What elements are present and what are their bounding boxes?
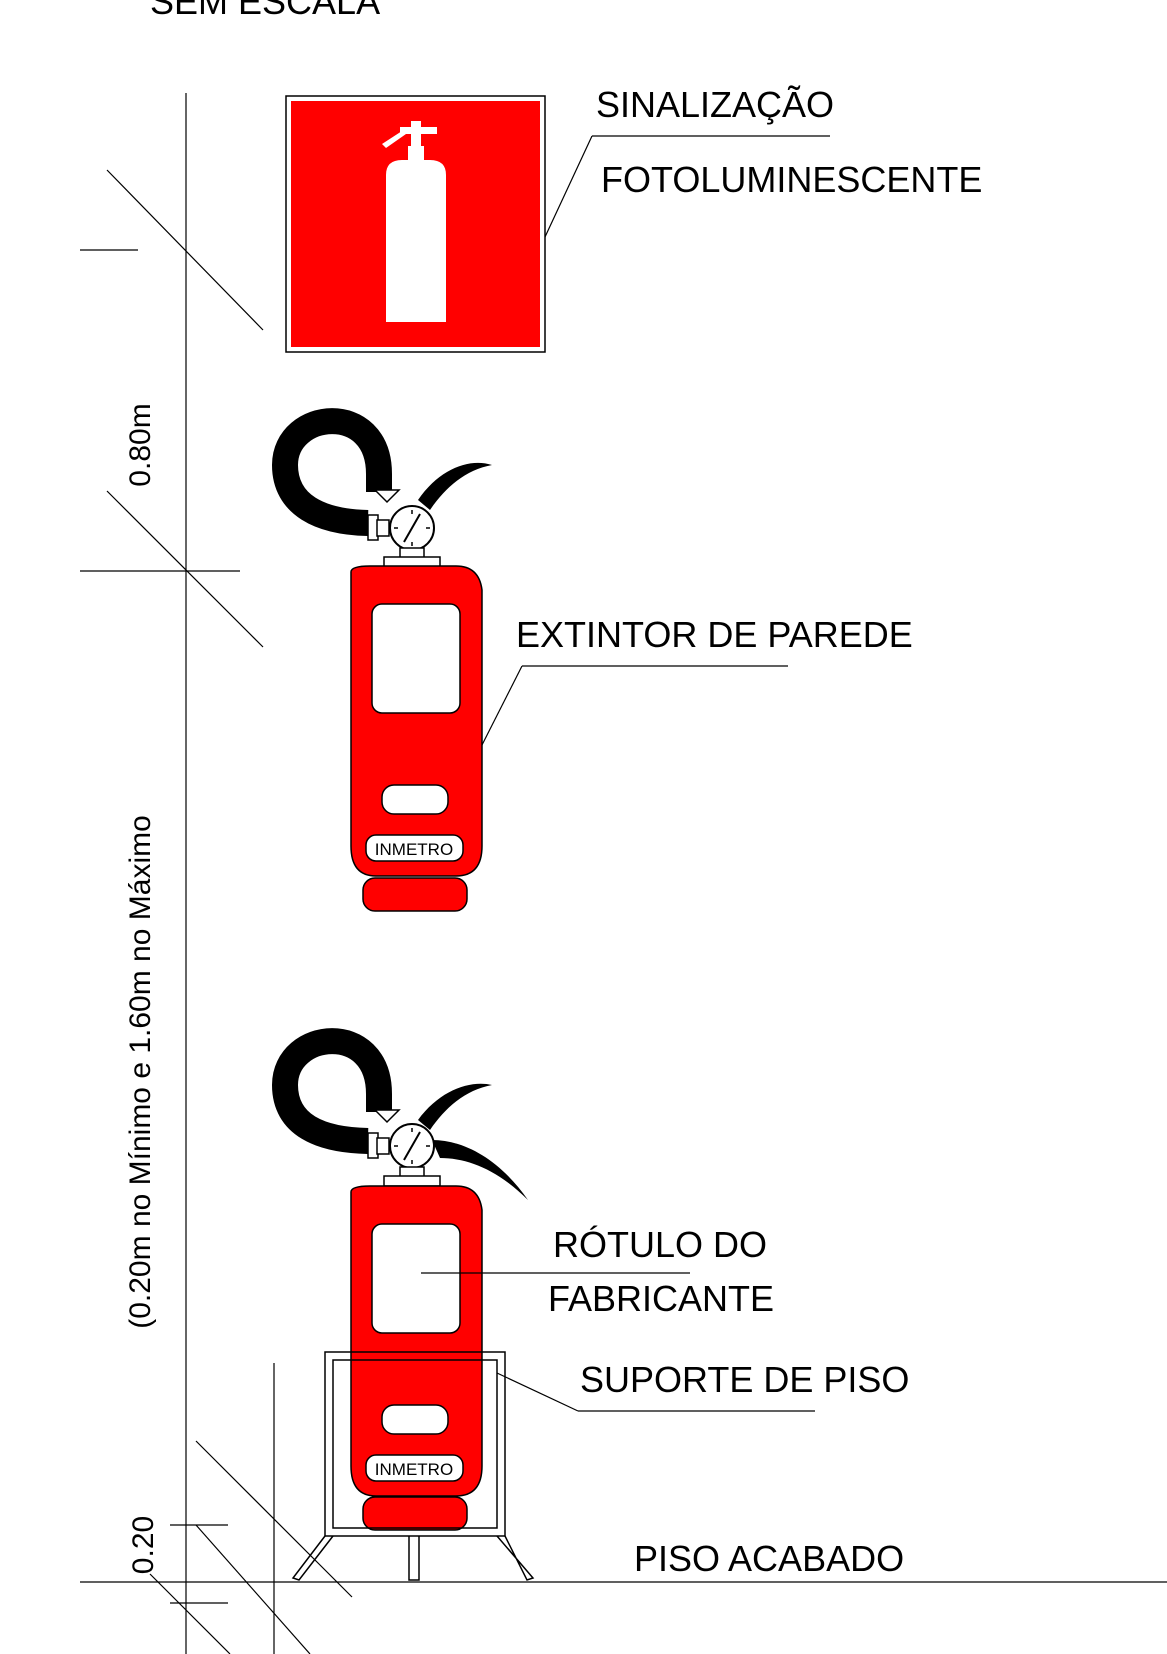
signage-label-line1: SINALIZAÇÃO [596,84,834,125]
floor-stand-label: SUPORTE DE PISO [580,1359,909,1400]
manufacturer-label-line2: FABRICANTE [548,1278,774,1319]
pressure-gauge-icon [389,505,435,551]
drawing-title: SEM ESCALA [150,0,380,22]
floor-extinguisher: INMETRO [271,1028,528,1531]
dimension-upper: 0.80m [124,403,157,486]
extinguisher-pictogram-icon [382,121,446,322]
inmetro-label: INMETRO [375,1460,453,1479]
inmetro-label: INMETRO [375,840,453,859]
dimension-lines [80,93,1167,1654]
manufacturer-label-line1: RÓTULO DO [553,1224,767,1265]
wall-extinguisher: INMETRO [271,408,492,912]
dimension-range: (0.20m no Mínimo e 1.60m no Máximo [124,815,157,1329]
fire-extinguisher-sign [285,95,546,353]
finished-floor-label: PISO ACABADO [634,1538,904,1579]
dimension-lower: 0.20 [127,1516,160,1574]
wall-extinguisher-label: EXTINTOR DE PAREDE [516,614,913,655]
signage-label-line2: FOTOLUMINESCENTE [601,159,982,200]
floor-stand [291,1351,535,1581]
pressure-gauge-icon [389,1123,435,1169]
